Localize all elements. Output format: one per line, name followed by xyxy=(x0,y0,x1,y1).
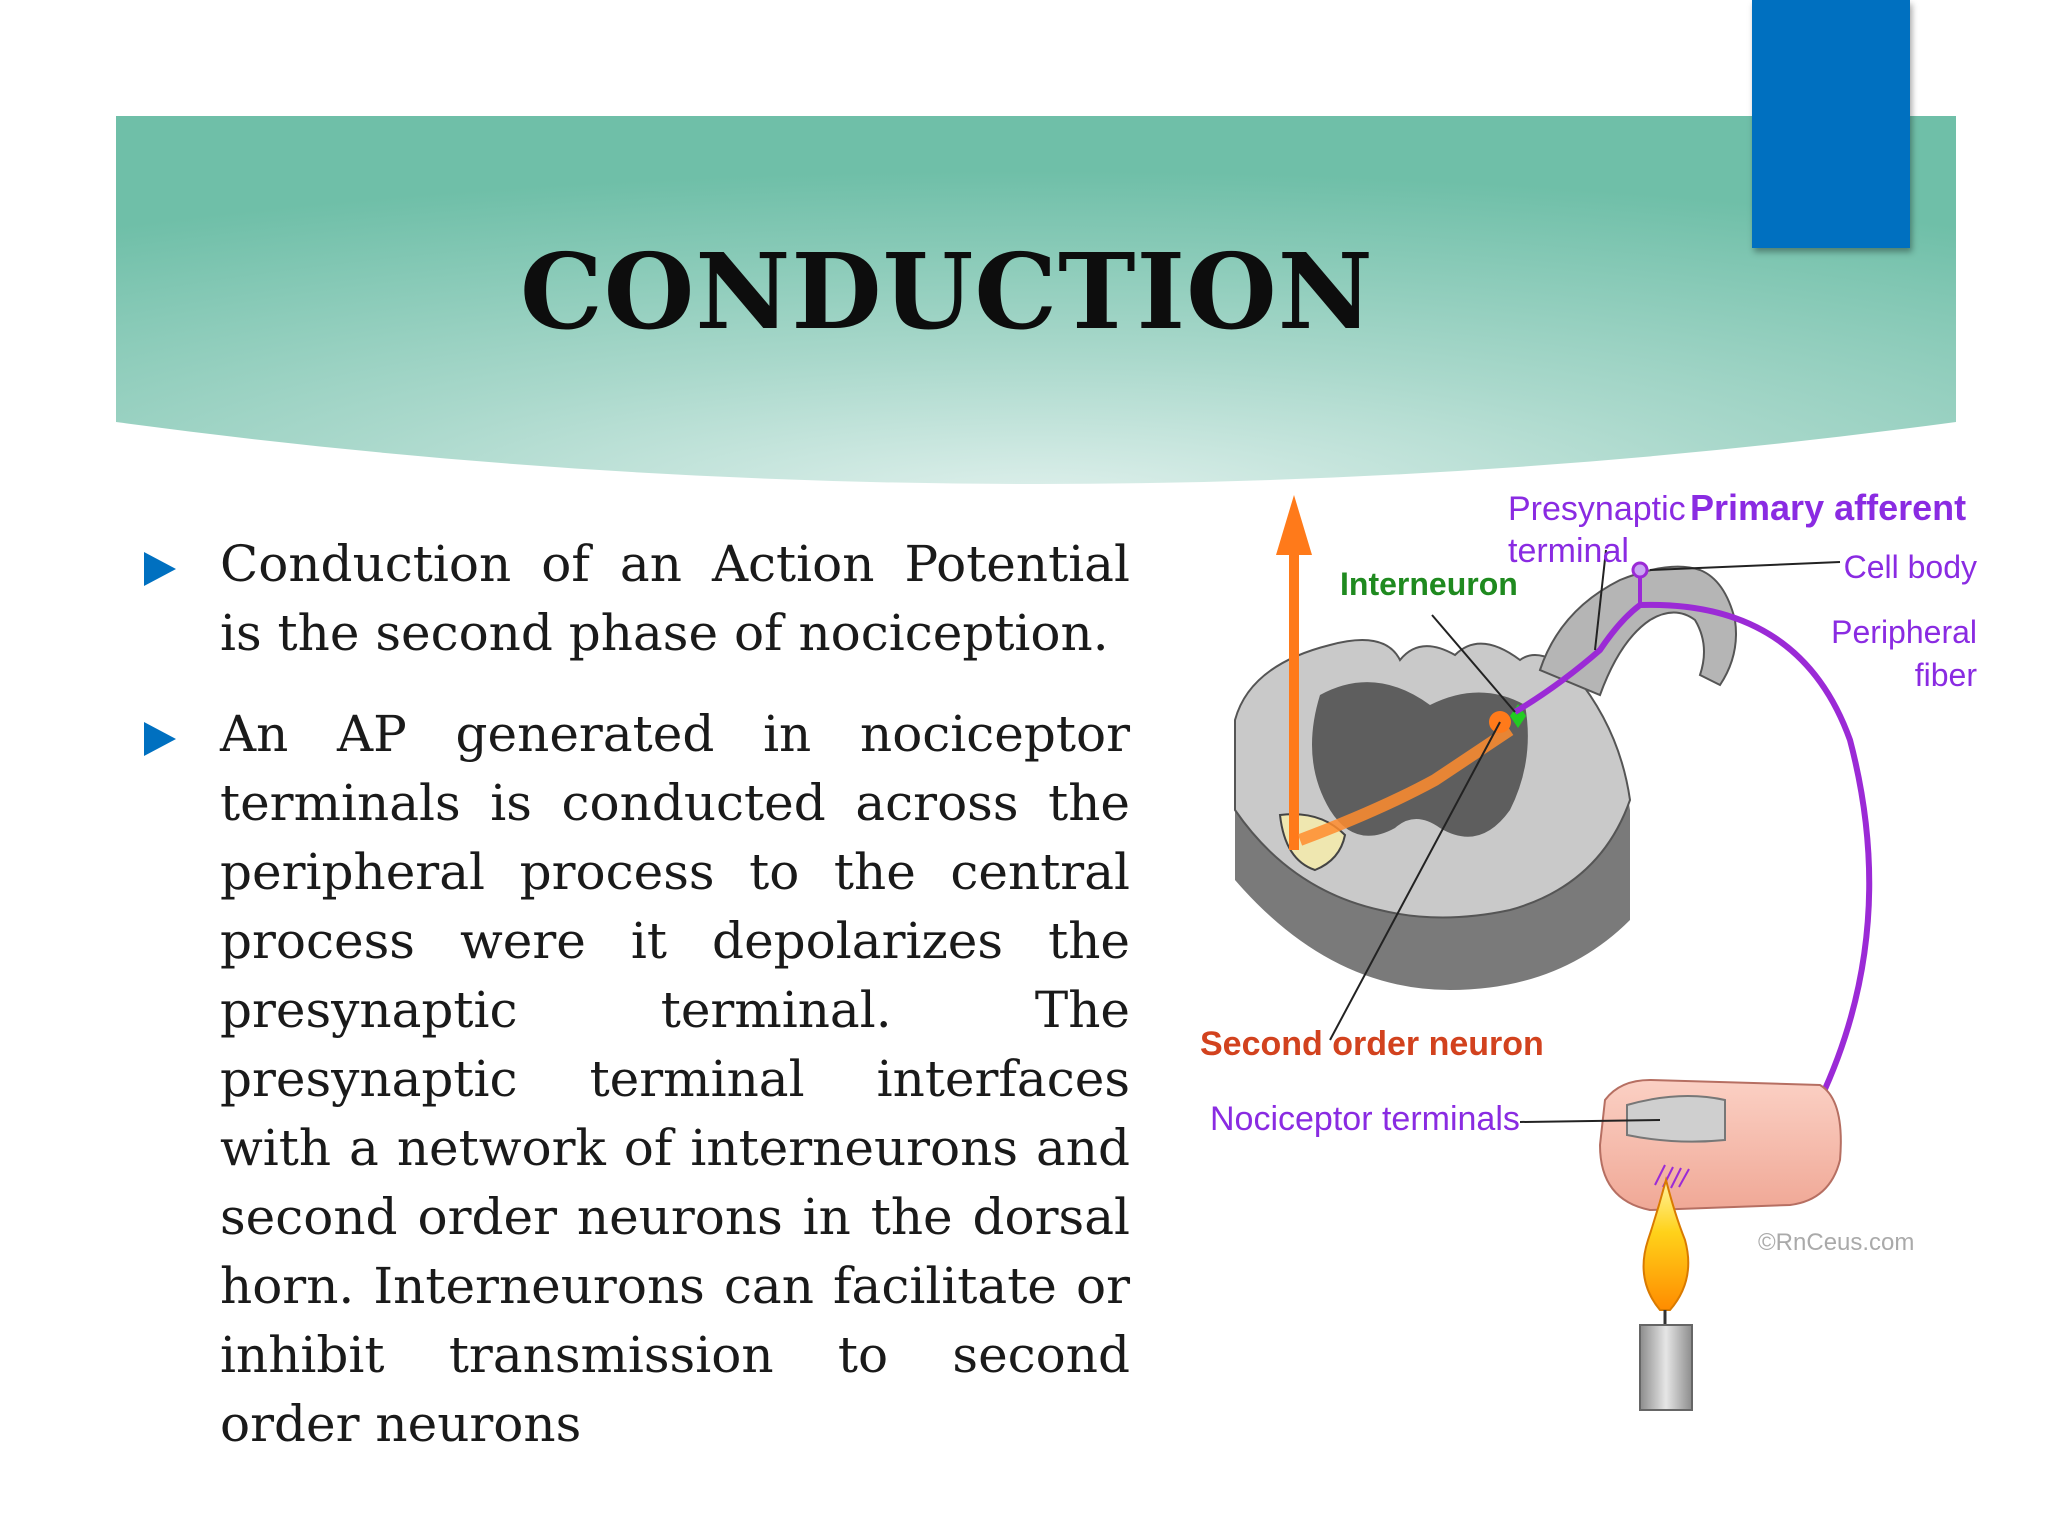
accent-bar xyxy=(1752,0,1910,248)
label-presynaptic-line2: terminal xyxy=(1508,532,1629,570)
triangle-bullet-icon xyxy=(144,552,176,586)
nociception-diagram: Presynaptic terminal Primary afferent In… xyxy=(1200,487,1978,1411)
label-nociceptor-terminals: Nociceptor terminals xyxy=(1210,1100,1520,1138)
cell-body-icon xyxy=(1631,561,1649,579)
label-peripheral-line2: fiber xyxy=(1915,657,1978,693)
slide-title: CONDUCTION xyxy=(520,230,1374,353)
label-primary-afferent: Primary afferent xyxy=(1690,487,1966,528)
label-peripheral-line1: Peripheral xyxy=(1831,614,1977,650)
label-copyright: ©RnCeus.com xyxy=(1758,1229,1914,1256)
title-banner xyxy=(116,116,1956,484)
spinal-cord xyxy=(1234,565,1737,990)
bullet-text: An AP generated in nociceptor terminals … xyxy=(220,705,1130,1453)
finger-illustration xyxy=(1598,1078,1842,1212)
bullet-text: Conduction of an Action Potential is the… xyxy=(220,535,1130,662)
candle-illustration xyxy=(1639,1176,1693,1411)
label-interneuron: Interneuron xyxy=(1340,566,1518,602)
bullet-list: Conduction of an Action Potential is the… xyxy=(140,530,1130,1491)
bullet-item: Conduction of an Action Potential is the… xyxy=(140,530,1130,668)
bullet-item: An AP generated in nociceptor terminals … xyxy=(140,700,1130,1459)
leader-lines xyxy=(1329,549,1841,1123)
triangle-bullet-icon xyxy=(144,722,176,756)
label-presynaptic-line1: Presynaptic xyxy=(1508,490,1686,528)
label-second-order-neuron: Second order neuron xyxy=(1200,1025,1544,1063)
label-cell-body: Cell body xyxy=(1844,549,1977,585)
